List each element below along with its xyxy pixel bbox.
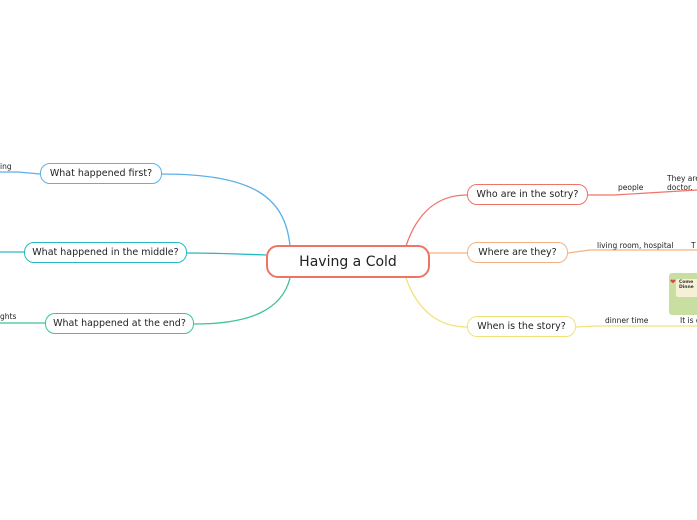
when-note[interactable]: It is d xyxy=(680,316,697,325)
connector-who xyxy=(405,194,468,247)
connector-when xyxy=(405,277,468,328)
connector-middle xyxy=(186,252,267,256)
topic-end[interactable]: What happened at the end? xyxy=(45,313,194,334)
heart-icon: ❤ xyxy=(670,278,676,286)
where-detail-label[interactable]: living room, hospital xyxy=(597,241,674,250)
who-note-line2[interactable]: doctor. xyxy=(667,183,693,192)
central-topic[interactable]: Having a Cold xyxy=(266,245,430,278)
topic-who-label: Who are in the sotry? xyxy=(476,189,579,200)
topic-when-label: When is the story? xyxy=(477,321,566,332)
topic-where[interactable]: Where are they? xyxy=(467,242,568,263)
who-detail-label[interactable]: people xyxy=(618,183,644,192)
topic-end-label: What happened at the end? xyxy=(53,318,186,329)
central-topic-label: Having a Cold xyxy=(299,253,397,270)
topic-who[interactable]: Who are in the sotry? xyxy=(467,184,588,205)
detail-line-when xyxy=(575,325,697,328)
end-detail-label[interactable]: ghts xyxy=(0,312,17,321)
connector-first xyxy=(161,173,291,247)
detail-line-where xyxy=(567,249,697,254)
topic-middle[interactable]: What happened in the middle? xyxy=(24,242,187,263)
topic-first[interactable]: What happened first? xyxy=(40,163,162,184)
thumbnail-card xyxy=(676,279,697,297)
topic-where-label: Where are they? xyxy=(478,247,557,258)
topic-first-label: What happened first? xyxy=(49,168,153,179)
thumbnail-text-line1: Come xyxy=(679,280,694,285)
connector-end xyxy=(193,277,291,325)
first-detail-label[interactable]: ing xyxy=(0,162,12,171)
where-note[interactable]: T xyxy=(691,241,696,250)
topic-middle-label: What happened in the middle? xyxy=(32,247,179,258)
who-note-line1[interactable]: They are xyxy=(667,174,697,183)
thumbnail-text-line2: Dinne xyxy=(679,285,694,290)
dinner-thumbnail-image[interactable]: ❤ Come Dinne xyxy=(669,273,697,315)
detail-line-first xyxy=(0,171,41,175)
detail-line-who xyxy=(588,189,697,196)
topic-when[interactable]: When is the story? xyxy=(467,316,576,337)
when-detail-label[interactable]: dinner time xyxy=(605,316,649,325)
